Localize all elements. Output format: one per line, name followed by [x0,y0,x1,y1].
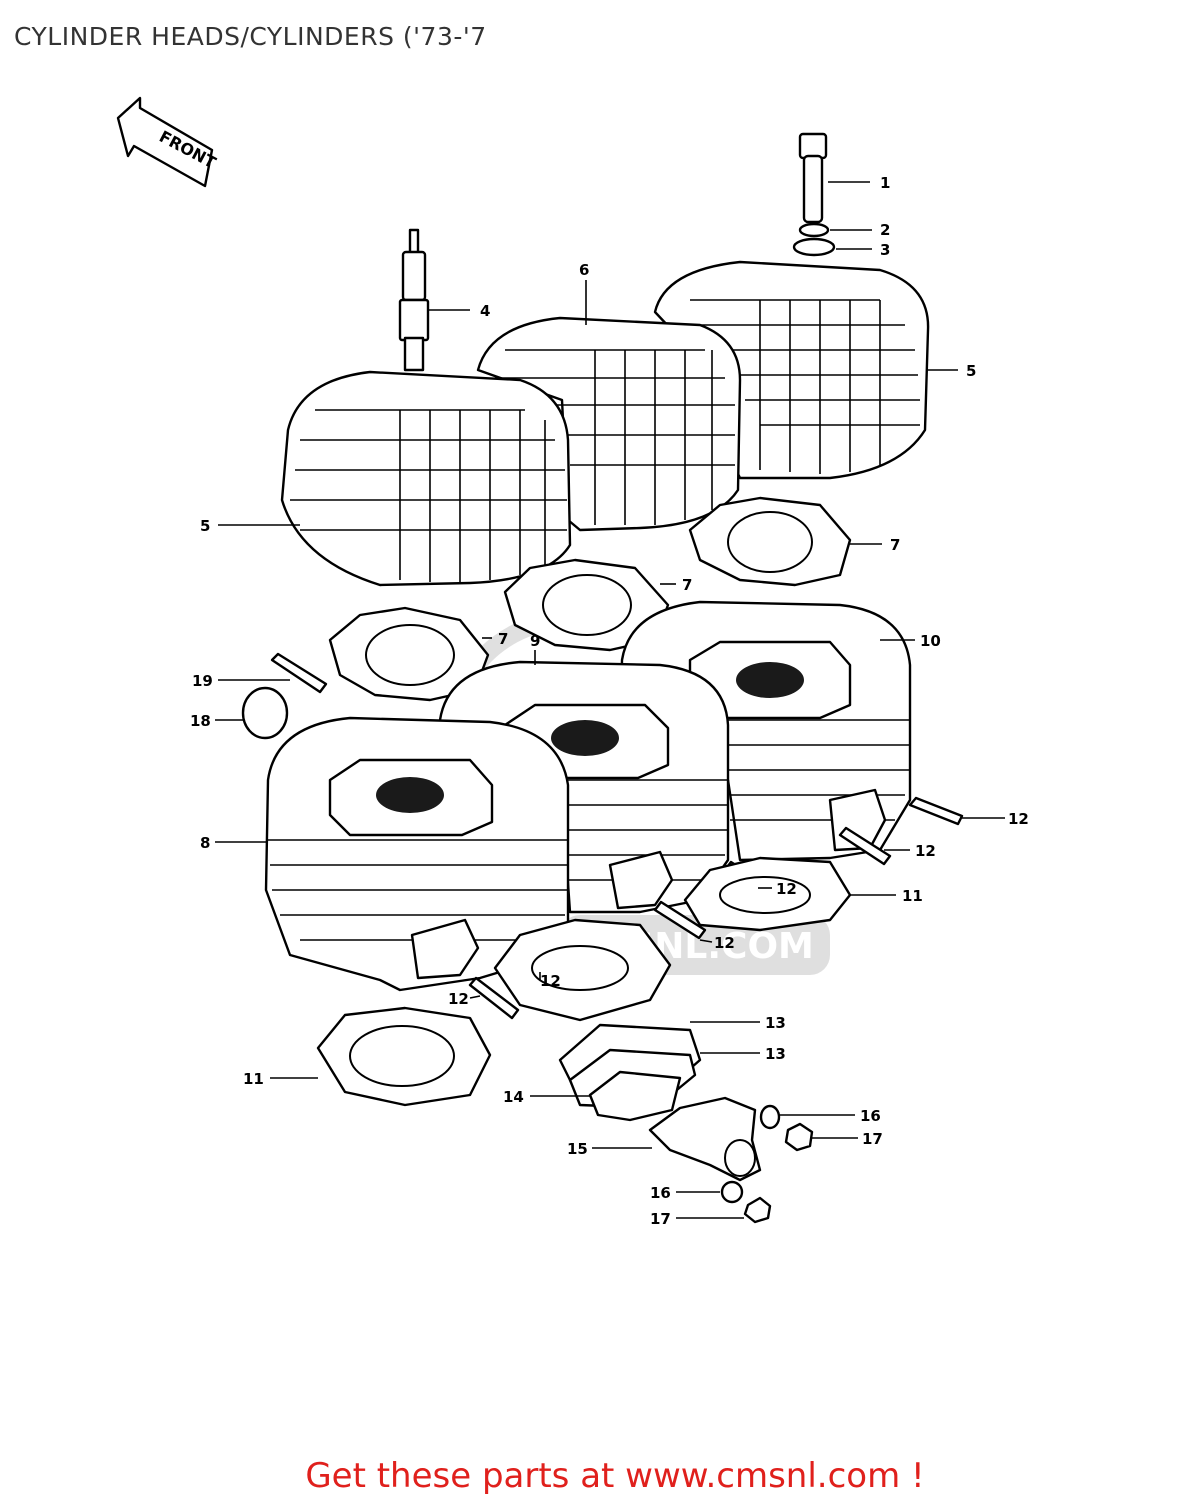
callout-5-right: 5 [966,362,976,380]
base-gasket-center [493,918,672,1022]
callout-12-a: 12 [1008,810,1029,828]
callout-1: 1 [880,174,890,192]
callout-6: 6 [579,261,589,279]
washer-2 [798,222,830,238]
callout-19: 19 [192,672,213,690]
washer-3 [792,237,836,257]
head-gasket-right [688,496,852,587]
reed-valve-assembly [558,1023,702,1122]
callout-16-right: 16 [860,1107,881,1125]
callout-9: 9 [530,632,540,650]
callout-12-e: 12 [540,972,561,990]
callout-15: 15 [567,1140,588,1158]
callout-11-right: 11 [902,887,923,905]
callout-12-c: 12 [776,880,797,898]
callout-14: 14 [503,1088,524,1106]
washer-16a [759,1104,781,1130]
callout-12-b: 12 [915,842,936,860]
nut-17b [743,1196,772,1224]
intake-manifold [648,1096,762,1182]
cylinder-left [264,716,570,992]
callout-12-f: 12 [448,990,469,1008]
o-ring [241,686,289,740]
cylinder-head-left [280,370,572,587]
nut-17a [784,1122,814,1152]
callout-10: 10 [920,632,941,650]
front-direction-arrow: FRONT [116,96,219,188]
stud-bolt-19 [270,652,328,694]
callout-8: 8 [200,834,210,852]
spark-plug [398,228,430,372]
callout-18: 18 [190,712,211,730]
parts-store-link[interactable]: Get these parts at www.cmsnl.com ! [0,1456,1190,1496]
footer-text[interactable]: Get these parts at www.cmsnl.com ! [305,1456,925,1496]
callout-labels: 1 2 3 4 5 5 6 7 7 7 8 9 10 11 11 12 12 1… [190,174,1029,1228]
base-gasket-left [316,1006,492,1107]
head-gasket-center [503,558,670,652]
callout-4: 4 [480,302,490,320]
callout-7-left: 7 [498,630,508,648]
callout-5-left: 5 [200,517,210,535]
callout-2: 2 [880,221,890,239]
callout-3: 3 [880,241,890,259]
base-gasket-right [683,856,852,932]
callout-11-left: 11 [243,1070,264,1088]
callout-7-center: 7 [682,576,692,594]
leader-lines [215,181,1005,1219]
callout-13-b: 13 [765,1045,786,1063]
exploded-parts-diagram: CMSNL.COM FRONT [116,96,1029,1228]
page-title: CYLINDER HEADS/CYLINDERS ('73-'7 [14,22,487,51]
callout-13-a: 13 [765,1014,786,1032]
callout-16-left: 16 [650,1184,671,1202]
callout-17-right: 17 [862,1130,883,1148]
cylinder-right [618,600,912,862]
callout-17-left: 17 [650,1210,671,1228]
washer-16b [720,1180,744,1204]
callout-7-right: 7 [890,536,900,554]
head-bolt [798,132,828,224]
callout-12-d: 12 [714,934,735,952]
